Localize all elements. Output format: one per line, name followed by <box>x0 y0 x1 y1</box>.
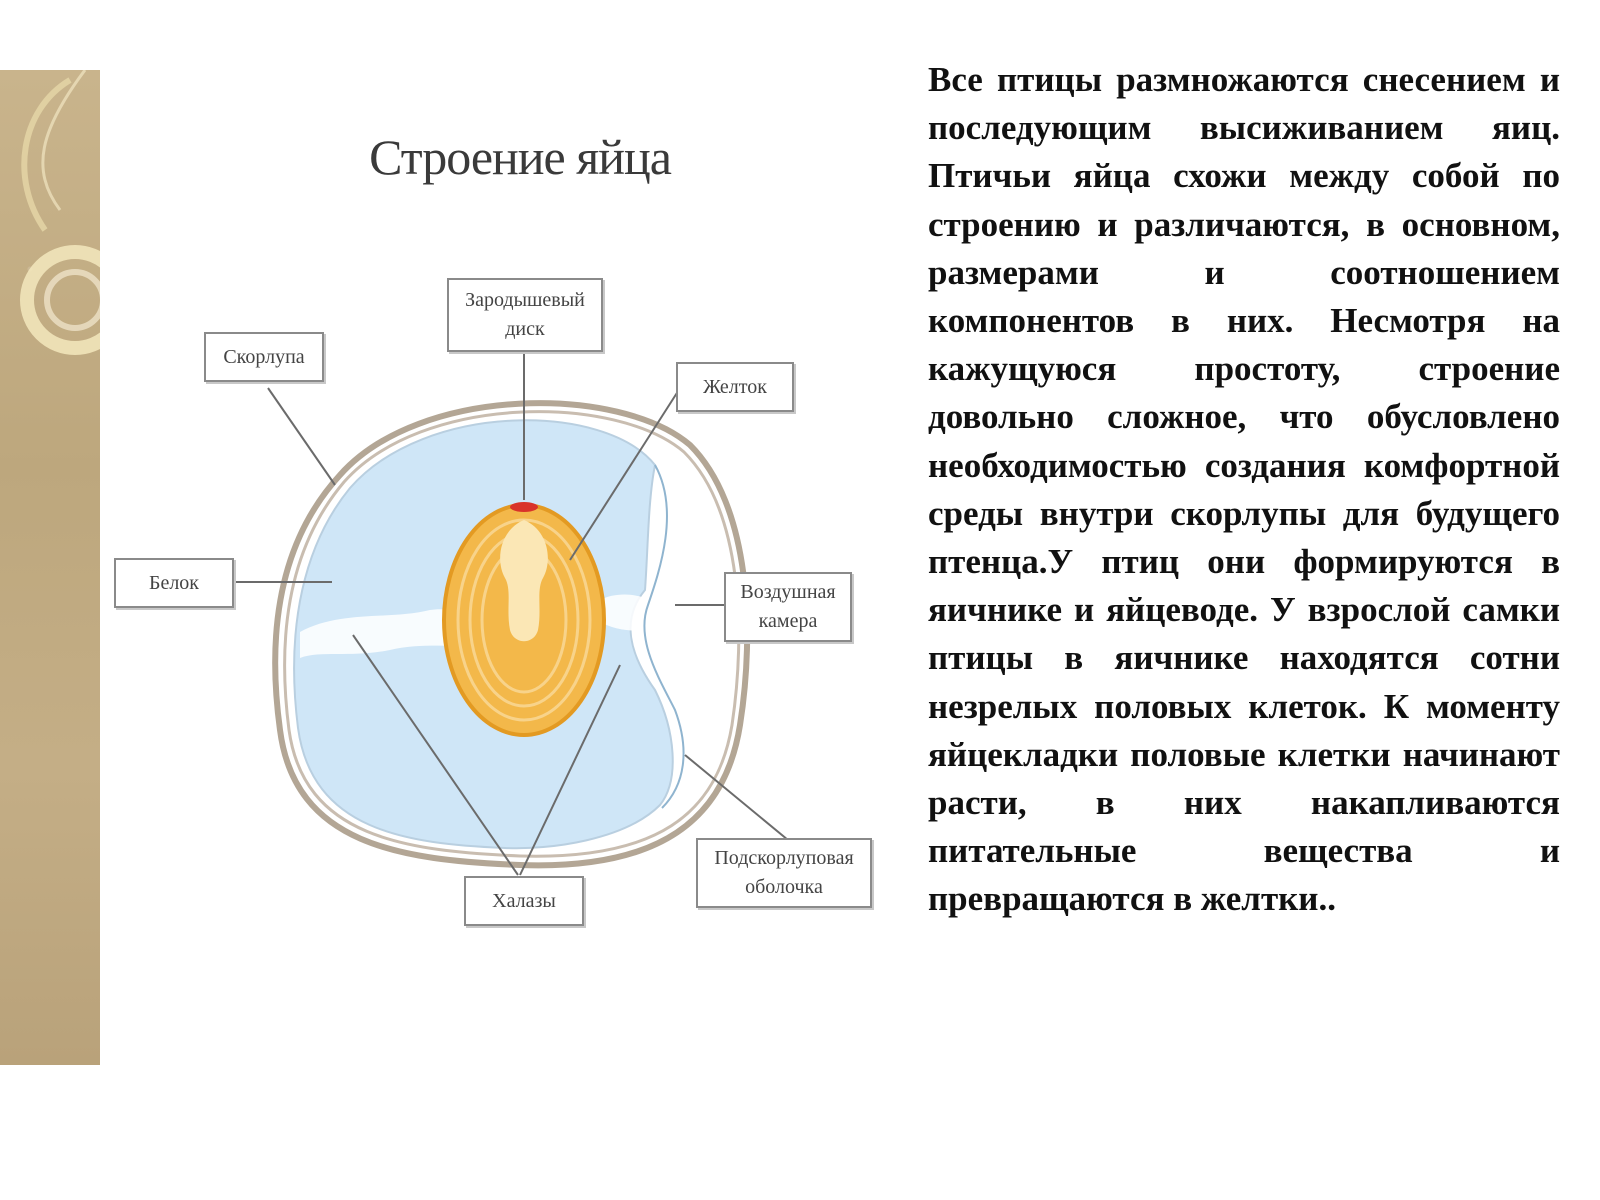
label-chalazae: Халазы <box>464 876 584 926</box>
ornament-swirl <box>20 70 100 355</box>
label-yolk: Желток <box>676 362 794 412</box>
shell-membrane <box>283 410 741 858</box>
decorative-side-strip <box>0 70 100 1065</box>
latebra <box>500 520 548 642</box>
air-cell-line <box>643 464 685 809</box>
egg-structure-diagram: Скорлупа Зародышевый диск Желток Белок В… <box>100 260 900 984</box>
label-shell: Скорлупа <box>204 332 324 382</box>
label-air-cell: Воздушная камера <box>724 572 852 642</box>
description-paragraph: Все птицы размножаются снесением и после… <box>928 60 1560 919</box>
diagram-title: Строение яйца <box>369 129 672 185</box>
label-germinal-disc: Зародышевый диск <box>447 278 603 352</box>
label-albumen: Белок <box>114 558 234 608</box>
label-shell-membrane: Подскорлуповая оболочка <box>696 838 872 908</box>
egg-illustration <box>235 350 789 876</box>
germinal-disc <box>510 502 538 512</box>
leader-lines <box>235 350 789 876</box>
